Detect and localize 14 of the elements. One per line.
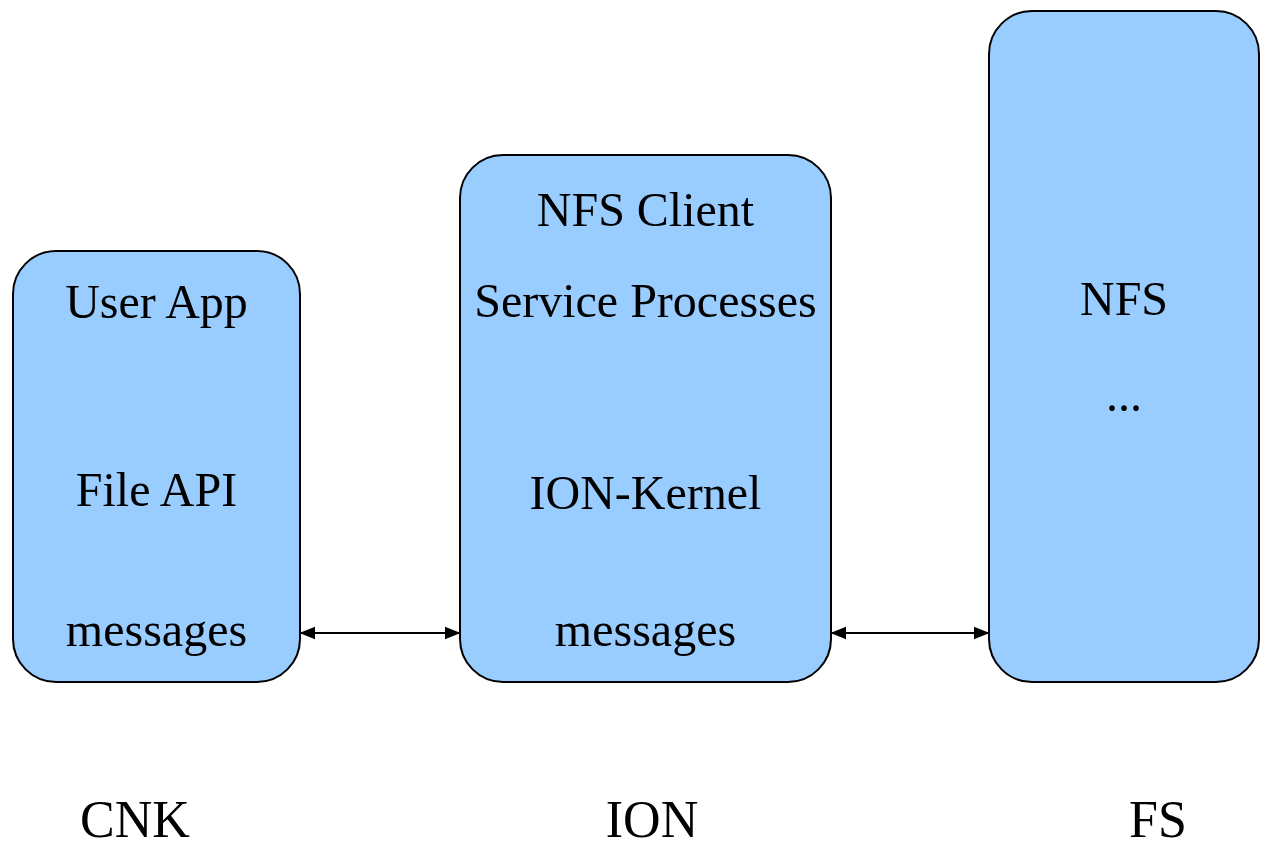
rounded-box bbox=[459, 154, 832, 683]
double-arrow bbox=[299, 626, 461, 640]
box-text: NFS Client bbox=[535, 187, 756, 233]
box-text: File API bbox=[74, 467, 239, 513]
double-arrow bbox=[830, 626, 990, 640]
rounded-box bbox=[12, 250, 301, 683]
box-text: Service Processes bbox=[473, 278, 818, 324]
box-text: ION-Kernel bbox=[528, 470, 763, 516]
group-label: FS bbox=[1128, 790, 1188, 845]
box-text: NFS bbox=[1078, 276, 1170, 322]
group-label: CNK bbox=[79, 790, 191, 845]
box-text: ... bbox=[1105, 372, 1143, 418]
group-label: ION bbox=[604, 790, 700, 845]
rounded-box bbox=[988, 10, 1260, 683]
